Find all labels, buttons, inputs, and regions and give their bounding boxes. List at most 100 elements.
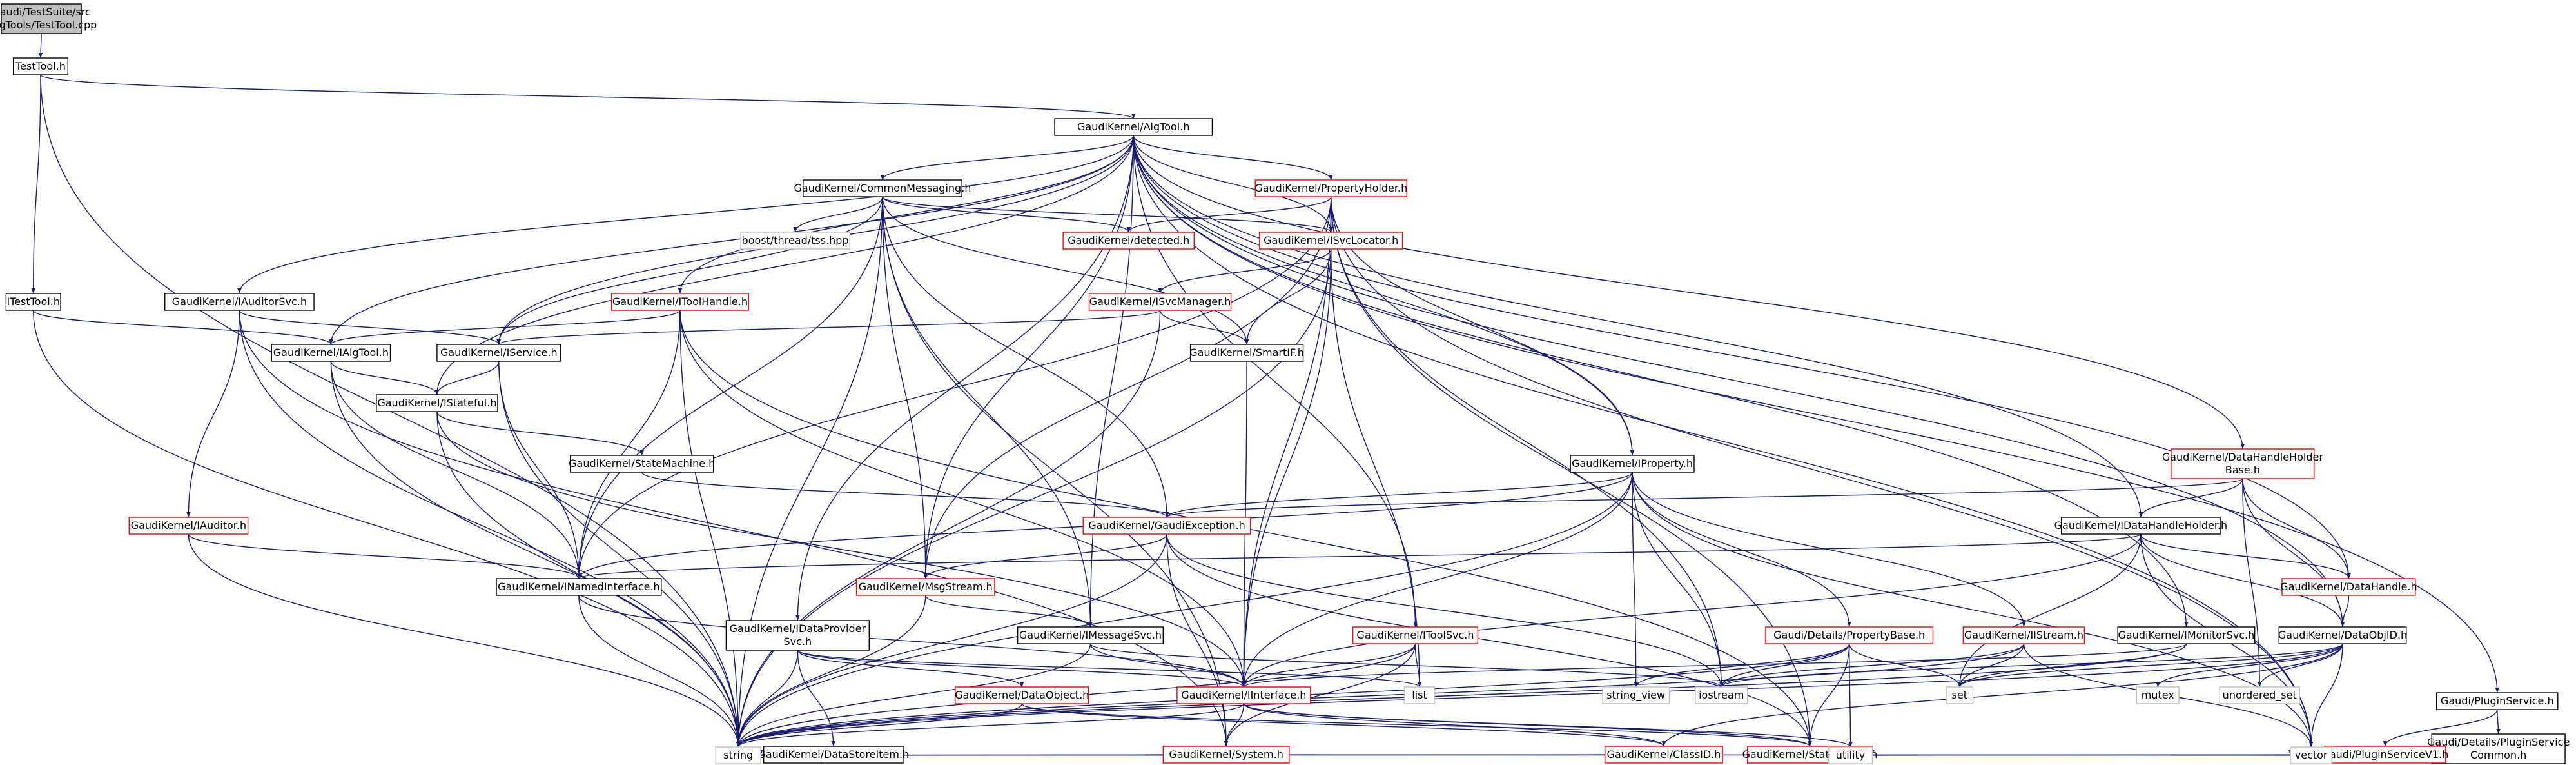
include-edge-iproperty_h-to-string	[736, 472, 1633, 748]
node-box	[1254, 179, 1407, 197]
node-datastoreitem-h[interactable]: GaudiKernel/DataStoreItem.h	[757, 746, 909, 764]
node-label: Gaudi/TestSuite/src	[0, 6, 91, 18]
node-itesttool-h[interactable]: ITestTool.h	[5, 293, 61, 311]
node-iinterface-h[interactable]: GaudiKernel/IInterface.h	[1176, 686, 1311, 704]
include-edge-iauditorsvc_h-to-string	[239, 310, 741, 748]
node-box	[1088, 293, 1232, 311]
include-edge-istateful_h-to-statemachine_h	[436, 411, 644, 456]
node-label: GaudiKernel/SmartIF.h	[1189, 346, 1304, 359]
node-system-h[interactable]: GaudiKernel/System.h	[1162, 746, 1290, 764]
node-imonitorsvc-h[interactable]: GaudiKernel/IMonitorSvc.h	[2117, 626, 2256, 644]
include-edge-gaudiexception_h-to-system_h	[1166, 533, 1229, 747]
include-edge-algtool_h-to-imessagesvc_h	[1088, 135, 1134, 628]
node-iservice-h[interactable]: GaudiKernel/IService.h	[436, 344, 561, 362]
node-mutex[interactable]: mutex	[2136, 686, 2180, 704]
node-label: string	[723, 749, 753, 761]
node-statemachine-h[interactable]: GaudiKernel/StateMachine.h	[569, 455, 715, 473]
node-set[interactable]: set	[1946, 686, 1974, 704]
node-ialgtool-h[interactable]: GaudiKernel/IAlgTool.h	[271, 344, 391, 362]
include-edge-algtool_h-to-msgstream_h	[923, 135, 1134, 579]
include-edge-itoolhandle_h-to-string	[679, 310, 741, 748]
node-string[interactable]: string	[715, 746, 761, 764]
node-itoolsvc-h[interactable]: GaudiKernel/IToolSvc.h	[1352, 626, 1478, 644]
node-box	[1828, 746, 1873, 764]
node-classid-h[interactable]: GaudiKernel/ClassID.h	[1605, 746, 1723, 764]
node-dataobjid-h[interactable]: GaudiKernel/DataObjID.h	[2278, 626, 2407, 644]
node-label: GaudiKernel/DataObjID.h	[2278, 629, 2407, 641]
include-edge-algtool_h-to-iauditorsvc_h	[237, 135, 1134, 294]
include-edge-propertyholder_h-to-iinterface_h	[1242, 196, 1332, 688]
node-pluginservicev1-h[interactable]: Gaudi/PluginServiceV1.h	[2321, 746, 2448, 764]
node-iauditorsvc-h[interactable]: GaudiKernel/IAuditorSvc.h	[164, 293, 315, 311]
include-edge-isvcmanager_h-to-string	[736, 310, 1161, 748]
include-edge-isvclocator_h-to-iinterface_h	[1242, 248, 1332, 688]
node-string-view[interactable]: string_view	[1602, 686, 1670, 704]
node-idatahandleholder-h[interactable]: GaudiKernel/IDataHandleHolder.h	[2054, 517, 2228, 535]
node-label: vector	[2295, 749, 2328, 761]
node-label: GaudiKernel/DataHandleHolder	[2162, 451, 2323, 463]
node-testtool-h[interactable]: TestTool.h	[12, 57, 69, 75]
node-label: utility	[1836, 749, 1866, 761]
node-label: /AlgTools/TestTool.cpp	[0, 19, 97, 31]
node-propertybase-h[interactable]: Gaudi/Details/PropertyBase.h	[1765, 626, 1934, 644]
node-label: iostream	[1699, 689, 1744, 701]
node-iauditor-h[interactable]: GaudiKernel/IAuditor.h	[128, 517, 249, 535]
node-detected-h[interactable]: GaudiKernel/detected.h	[1062, 232, 1195, 250]
include-edge-algtool_h-to-propertyholder_h	[1133, 135, 1333, 181]
include-edge-iauditor_h-to-inamedinterface_h	[188, 533, 581, 579]
node-imessagesvc-h[interactable]: GaudiKernel/IMessageSvc.h	[1017, 626, 1164, 644]
node-box	[1946, 686, 1974, 704]
node-isvclocator-h[interactable]: GaudiKernel/ISvcLocator.h	[1259, 232, 1403, 250]
node-iproperty-h[interactable]: GaudiKernel/IProperty.h	[1570, 455, 1695, 473]
node-dataobject-h[interactable]: GaudiKernel/DataObject.h	[955, 686, 1089, 704]
include-edge-datahandle_h-to-dataobjid_h	[2340, 595, 2350, 628]
node-commonmessaging-h[interactable]: GaudiKernel/CommonMessaging.h	[794, 179, 971, 197]
include-edge-pluginservice_h-to-pluginservicecommon_h	[2496, 709, 2501, 735]
node-root[interactable]: Gaudi/TestSuite/src/AlgTools/TestTool.cp…	[0, 3, 97, 34]
include-edge-idataprovidersvc_h-to-string	[736, 650, 799, 748]
node-label: TestTool.h	[15, 60, 66, 72]
include-edge-testtool_h-to-algtool_h	[40, 74, 1136, 119]
node-unordered-set[interactable]: unordered_set	[2219, 686, 2300, 704]
node-label: GaudiKernel/MsgStream.h	[859, 581, 993, 593]
node-isvcmanager-h[interactable]: GaudiKernel/ISvcManager.h	[1088, 293, 1232, 311]
node-label: GaudiKernel/detected.h	[1068, 234, 1189, 246]
node-datahandle-h[interactable]: GaudiKernel/DataHandle.h	[2280, 578, 2417, 596]
node-label: GaudiKernel/PropertyHolder.h	[1254, 182, 1407, 194]
node-inamedinterface-h[interactable]: GaudiKernel/INamedInterface.h	[496, 578, 662, 596]
node-algtool-h[interactable]: GaudiKernel/AlgTool.h	[1054, 118, 1213, 136]
node-msgstream-h[interactable]: GaudiKernel/MsgStream.h	[855, 578, 995, 596]
node-box	[1062, 232, 1195, 250]
include-edge-iproperty_h-to-iinterface_h	[1242, 472, 1633, 688]
node-istateful-h[interactable]: GaudiKernel/IStateful.h	[376, 394, 498, 412]
include-edge-algtool_h-to-pluginservice_h	[1133, 135, 2499, 693]
include-edge-msgstream_h-to-imessagesvc_h	[925, 595, 1093, 628]
node-gaudiexception-h[interactable]: GaudiKernel/GaudiException.h	[1082, 517, 1251, 535]
node-iostream[interactable]: iostream	[1695, 686, 1748, 704]
include-edge-itoolsvc_h-to-system_h	[1224, 643, 1416, 747]
node-vector[interactable]: vector	[2290, 746, 2332, 764]
node-iistream-h[interactable]: GaudiKernel/IIStream.h	[1962, 626, 2085, 644]
include-edge-propertybase_h-to-utility	[1848, 643, 1853, 748]
node-utility[interactable]: utility	[1828, 746, 1873, 764]
node-tss-hpp[interactable]: boost/thread/tss.hpp	[740, 232, 850, 250]
node-box	[2324, 746, 2446, 764]
include-edge-idatahandleholder_h-to-datahandle_h	[2140, 533, 2351, 579]
node-box	[1605, 746, 1723, 764]
node-label: GaudiKernel/IAlgTool.h	[273, 346, 389, 359]
node-propertyholder-h[interactable]: GaudiKernel/PropertyHolder.h	[1254, 179, 1407, 197]
include-edge-commonmessaging_h-to-inamedinterface_h	[576, 196, 883, 579]
include-edge-statemachine_h-to-gaudiexception_h	[641, 472, 1169, 518]
node-pluginservice-h[interactable]: Gaudi/PluginService.h	[2436, 692, 2559, 710]
include-edge-testtool_h-to-itesttool_h	[31, 74, 41, 294]
include-edge-idataprovidersvc_h-to-iinterface_h	[797, 650, 1246, 688]
node-smartif-h[interactable]: GaudiKernel/SmartIF.h	[1189, 344, 1304, 362]
node-label: GaudiKernel/ISvcManager.h	[1089, 295, 1231, 308]
node-list[interactable]: list	[1403, 686, 1436, 704]
node-box	[740, 232, 850, 250]
include-edge-iistream_h-to-string	[736, 643, 2025, 748]
node-itoolhandle-h[interactable]: GaudiKernel/IToolHandle.h	[610, 293, 749, 311]
